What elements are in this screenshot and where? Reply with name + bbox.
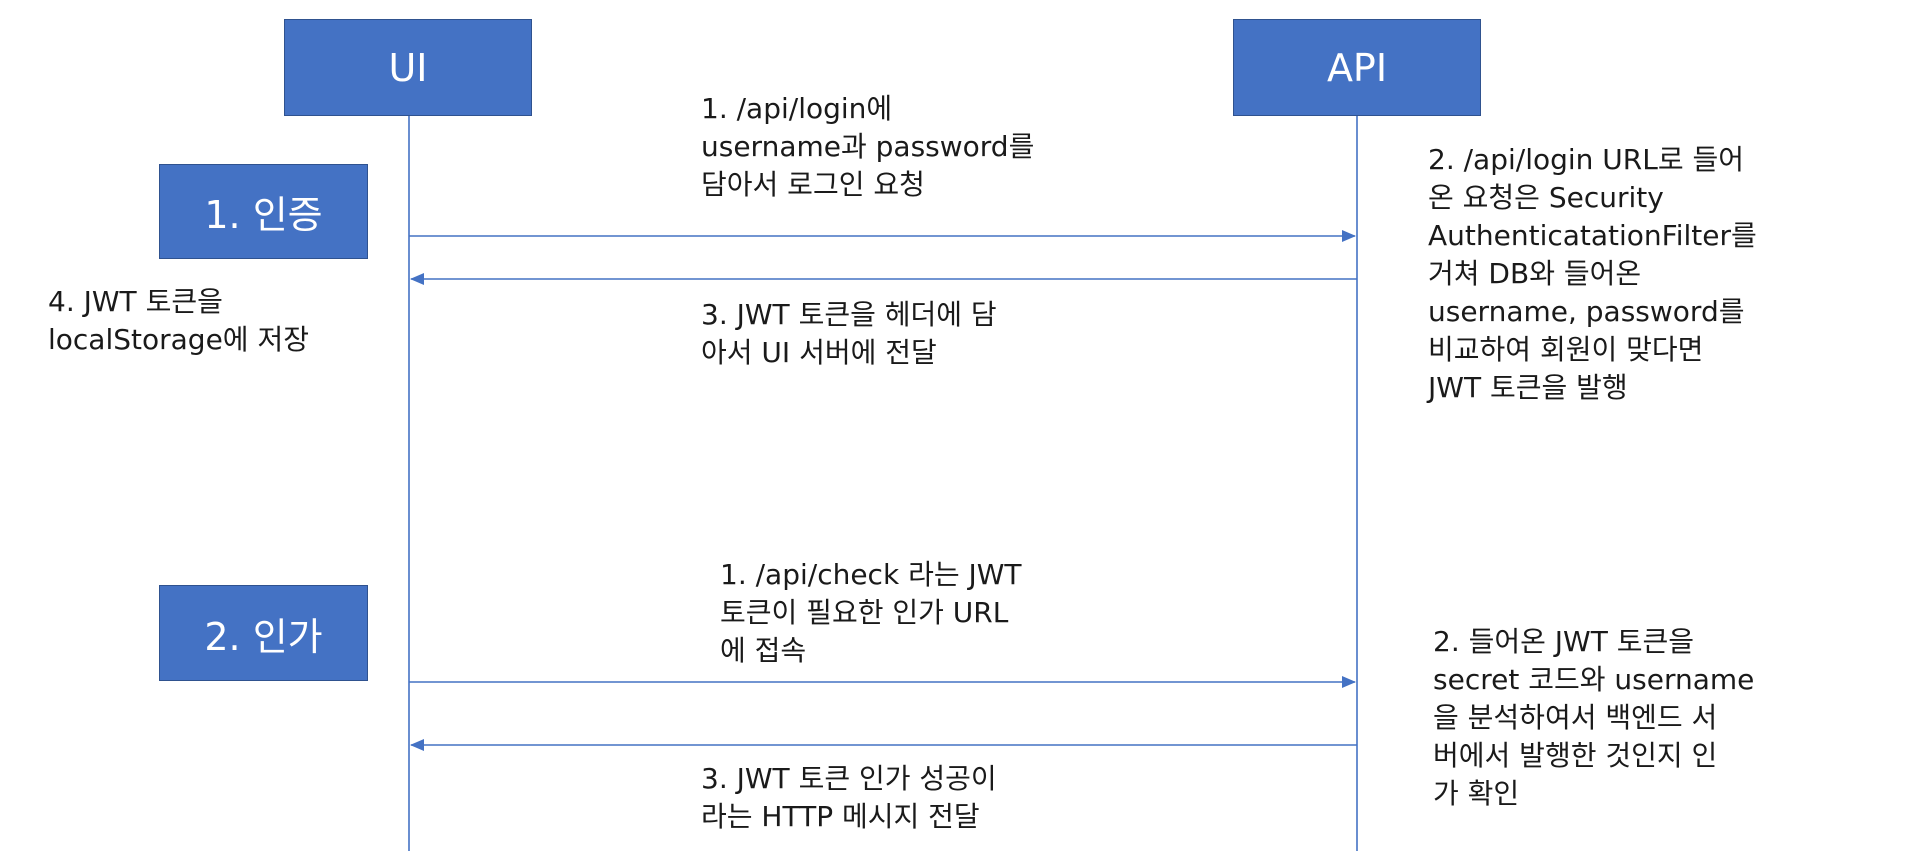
auth-step4-note: 4. JWT 토큰을 localStorage에 저장	[48, 285, 309, 356]
api-participant-box: API	[1233, 19, 1481, 116]
authentication-phase-box: 1. 인증	[159, 164, 368, 259]
authz-step1-note: 1. /api/check 라는 JWT 토큰이 필요한 인가 URL 에 접속	[720, 558, 1022, 667]
auth-step1-note: 1. /api/login에 username과 password를 담아서 로…	[701, 92, 1035, 201]
auth-step3-note: 3. JWT 토큰을 헤더에 담 아서 UI 서버에 전달	[701, 298, 997, 369]
authorization-phase-box: 2. 인가	[159, 585, 368, 681]
ui-participant-box: UI	[284, 19, 532, 116]
authz-step2-note: 2. 들어온 JWT 토큰을 secret 코드와 username 을 분석하…	[1433, 625, 1755, 810]
authz-step3-note: 3. JWT 토큰 인가 성공이 라는 HTTP 메시지 전달	[701, 762, 997, 833]
auth-step2-note: 2. /api/login URL로 들어 온 요청은 Security Aut…	[1428, 143, 1757, 404]
